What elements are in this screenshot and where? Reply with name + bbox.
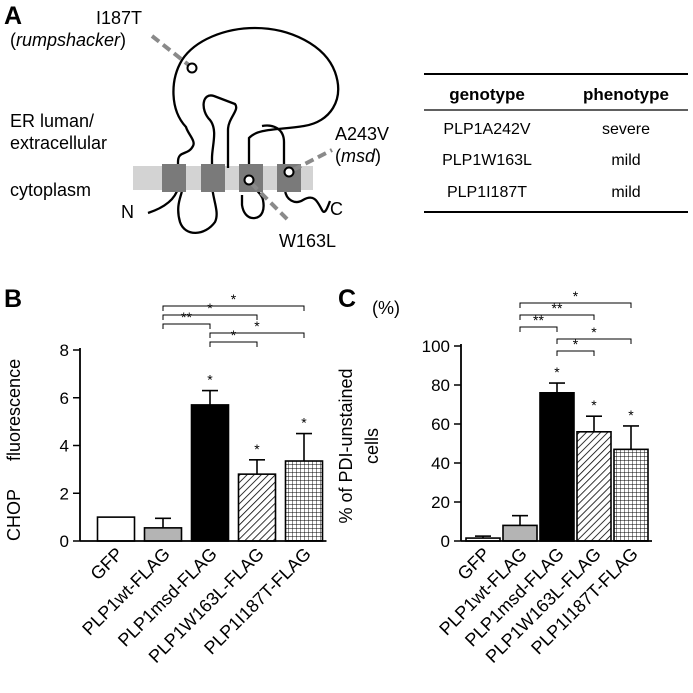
panel-a-letter: A bbox=[4, 2, 22, 30]
y-axis-title-part: CHOP bbox=[4, 489, 24, 541]
y-tick-label: 40 bbox=[431, 454, 450, 473]
significance-bracket bbox=[519, 314, 595, 320]
i187t-label: I187T bbox=[96, 8, 142, 28]
y-tick-label: 6 bbox=[60, 389, 69, 408]
table-header-phenotype: phenotype bbox=[583, 85, 669, 104]
significance-bracket bbox=[519, 302, 632, 308]
i187t-site-marker bbox=[186, 62, 198, 74]
w163l-site-marker bbox=[243, 174, 255, 186]
bar-plp1i187t-flag bbox=[613, 448, 649, 542]
panel-c-letter: C bbox=[338, 285, 356, 313]
significance-bracket-label: * bbox=[254, 318, 260, 334]
y-tick-label: 20 bbox=[431, 493, 450, 512]
bar-significance-star: * bbox=[254, 441, 260, 457]
panel-c-unit-label: (%) bbox=[372, 298, 400, 318]
significance-bracket-label: * bbox=[573, 288, 579, 304]
tm-domain-2 bbox=[201, 164, 225, 192]
y-axis-title-part: fluorescence bbox=[4, 359, 24, 461]
significance-bracket-label: ** bbox=[181, 309, 192, 325]
significance-bracket bbox=[519, 326, 558, 332]
bar-significance-star: * bbox=[591, 397, 597, 413]
a243v-pointer bbox=[292, 148, 333, 172]
y-axis-title-part: cells bbox=[362, 428, 382, 464]
significance-bracket bbox=[556, 338, 632, 344]
bar-significance-star: * bbox=[628, 407, 634, 423]
bar-plp1w163l-flag bbox=[576, 430, 612, 542]
significance-bracket-label: * bbox=[573, 336, 579, 352]
panel-a: A I187T (rumpshacker) A243V (msd) W163L … bbox=[4, 2, 688, 251]
bar-significance-star: * bbox=[301, 415, 307, 431]
y-tick-label: 60 bbox=[431, 415, 450, 434]
c-terminus-label: C bbox=[330, 199, 343, 219]
plp-topology-diagram bbox=[133, 26, 340, 235]
bar-plp1msd-flag bbox=[539, 391, 575, 542]
bar-plp1msd-flag bbox=[190, 404, 230, 542]
i187t-allele-label: (rumpshacker) bbox=[10, 30, 126, 50]
y-tick-label: 4 bbox=[60, 437, 69, 456]
significance-bracket bbox=[162, 305, 305, 311]
significance-bracket bbox=[162, 323, 211, 329]
table-header-genotype: genotype bbox=[449, 85, 525, 104]
tm-domain-1 bbox=[162, 164, 186, 192]
a243v-allele-label: (msd) bbox=[335, 146, 381, 166]
y-tick-label: 80 bbox=[431, 376, 450, 395]
bar-plp1w163l-flag bbox=[237, 473, 277, 542]
table-cell: PLP1A242V bbox=[443, 121, 531, 138]
bar-plp1wt-flag bbox=[502, 524, 538, 542]
a243v-label: A243V bbox=[335, 124, 389, 144]
y-tick-label: 0 bbox=[441, 532, 450, 551]
table-cell: mild bbox=[611, 184, 640, 201]
protein-chain bbox=[147, 26, 340, 220]
w163l-label: W163L bbox=[279, 231, 336, 251]
significance-bracket-label: * bbox=[207, 300, 213, 316]
i187t-pointer bbox=[150, 34, 192, 68]
n-terminus-label: N bbox=[121, 202, 134, 222]
bar-gfp bbox=[96, 516, 136, 542]
table-cell: PLP1W163L bbox=[442, 152, 532, 169]
significance-bracket-label: * bbox=[591, 324, 597, 340]
category-label: GFP bbox=[87, 544, 127, 584]
table-cell: severe bbox=[602, 121, 650, 138]
significance-bracket bbox=[162, 314, 258, 320]
y-axis-title: CHOP fluorescence bbox=[4, 359, 24, 541]
bar-significance-star: * bbox=[207, 372, 213, 388]
significance-bracket-label: * bbox=[231, 327, 237, 343]
y-axis-title-part: % of PDI-unstained bbox=[336, 368, 356, 523]
cytoplasm-label: cytoplasm bbox=[10, 180, 91, 200]
chart-b: 02468CHOPfluorescenceGFPPLP1wt-FLAG*PLP1… bbox=[4, 291, 327, 667]
significance-bracket bbox=[209, 332, 305, 338]
bar-significance-star: * bbox=[554, 364, 560, 380]
significance-bracket-label: ** bbox=[533, 312, 544, 328]
y-tick-label: 8 bbox=[60, 341, 69, 360]
y-axis-title: % of PDI-unstained cells bbox=[336, 368, 382, 523]
a243v-site-marker bbox=[283, 166, 295, 178]
panel-b-letter: B bbox=[4, 285, 22, 313]
y-tick-label: 0 bbox=[60, 532, 69, 551]
significance-bracket-label: ** bbox=[552, 300, 563, 316]
bar-plp1wt-flag bbox=[143, 527, 183, 542]
genotype-table: genotype phenotype PLP1A242V severe PLP1… bbox=[424, 73, 688, 213]
table-cell: PLP1I187T bbox=[447, 184, 527, 201]
significance-bracket-label: * bbox=[231, 291, 237, 307]
y-tick-label: 2 bbox=[60, 484, 69, 503]
er-lumen-label-line2: extracellular bbox=[10, 133, 107, 153]
y-tick-label: 100 bbox=[422, 337, 450, 356]
protein-chain-tail bbox=[261, 124, 332, 213]
protein-chain-loop bbox=[177, 94, 238, 235]
significance-bracket bbox=[556, 350, 595, 356]
significance-bracket bbox=[209, 341, 258, 347]
w163l-pointer bbox=[249, 181, 291, 223]
er-lumen-label-line1: ER luman/ bbox=[10, 111, 94, 131]
table-cell: mild bbox=[611, 152, 640, 169]
bar-plp1i187t-flag bbox=[284, 460, 324, 542]
